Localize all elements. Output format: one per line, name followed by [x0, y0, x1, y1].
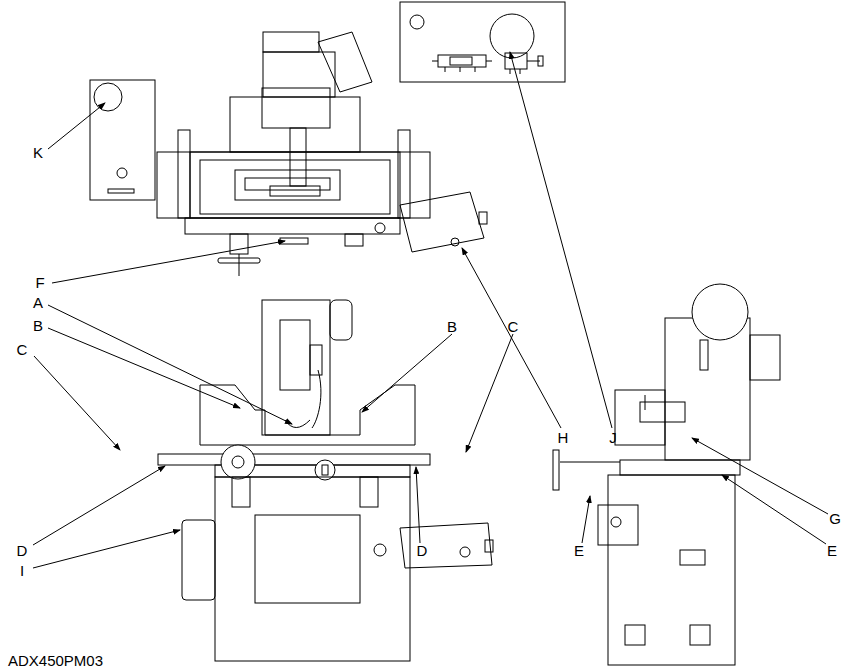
callout-letter: B [447, 319, 457, 334]
callout-letter: D [17, 543, 28, 558]
callout-letter: F [35, 275, 44, 290]
callout-letter: J [609, 430, 617, 445]
callout-letter: H [558, 430, 569, 445]
callout-letter: C [17, 342, 28, 357]
callout-letter: D [417, 543, 428, 558]
callout-letter: C [508, 319, 519, 334]
callout-letter: E [827, 543, 837, 558]
callout-letter: G [829, 511, 841, 526]
callout-letter: K [33, 145, 43, 160]
figure-code: ADX450PM03 [8, 653, 103, 668]
callout-letter: E [574, 543, 584, 558]
callout-letter: A [33, 295, 43, 310]
callout-letter: B [33, 318, 43, 333]
callout-letter: I [20, 563, 24, 578]
